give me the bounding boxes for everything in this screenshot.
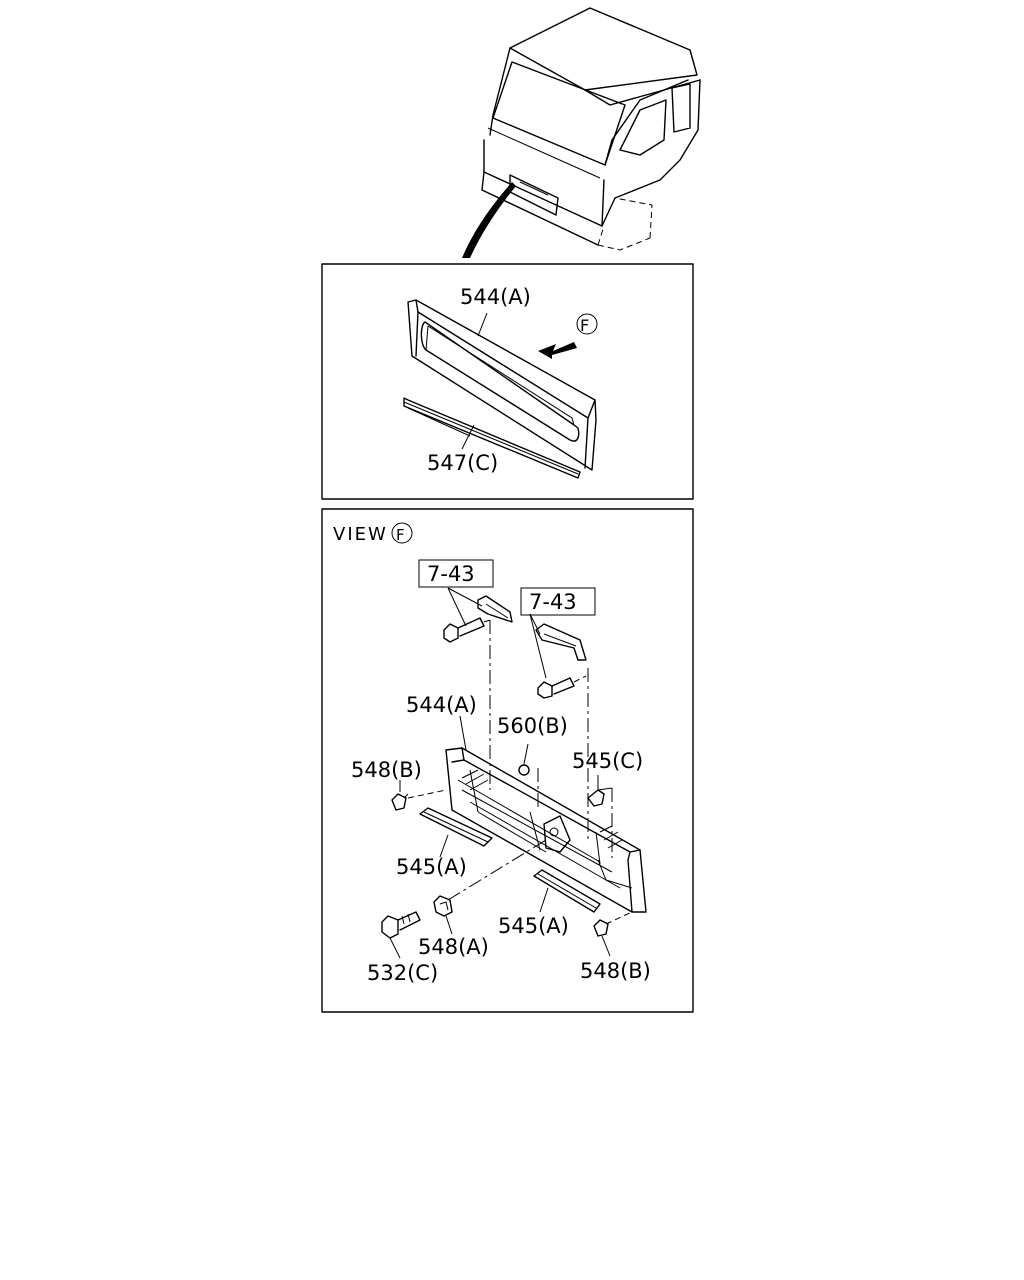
view-direction-arrow-icon: F	[538, 313, 598, 359]
plug-560b-drawing	[518, 764, 530, 776]
detail-panel-frame	[321, 263, 694, 500]
callout-548b-lower-right: 548(B)	[580, 959, 651, 983]
ref-box-7-43-right-label: 7-43	[529, 590, 577, 614]
molding-547c-drawing	[403, 397, 581, 479]
clip-548b-lower-right-drawing	[593, 911, 633, 937]
truck-cab-illustration	[462, 7, 701, 258]
grille-544a-rear-drawing	[445, 747, 647, 913]
callout-547c: 547(C)	[427, 451, 498, 475]
upper-right-bracket-drawing	[529, 613, 587, 699]
pad-545a-right-drawing	[533, 869, 601, 913]
pad-545a-left-drawing	[419, 807, 493, 847]
ref-box-7-43-left[interactable]	[418, 559, 494, 588]
callout-545a-right: 545(A)	[498, 914, 569, 938]
bracket-545c-drawing	[587, 775, 613, 858]
view-f-circle	[391, 522, 413, 544]
callout-532c: 532(C)	[367, 961, 438, 985]
ref-box-7-43-left-label: 7-43	[427, 562, 475, 586]
nut-548a-drawing	[433, 895, 453, 917]
callout-548a: 548(A)	[418, 935, 489, 959]
callout-545c: 545(C)	[572, 749, 643, 773]
view-panel-frame	[321, 508, 694, 1013]
callout-545a-left: 545(A)	[396, 855, 467, 879]
callout-544a-view: 544(A)	[406, 693, 477, 717]
bolt-532c-drawing	[381, 911, 421, 939]
callout-560b: 560(B)	[497, 714, 568, 738]
callout-544a-detail: 544(A)	[460, 285, 531, 309]
upper-left-bracket-drawing	[443, 587, 513, 643]
callout-548b-upper-left: 548(B)	[351, 758, 422, 782]
ref-box-7-43-right[interactable]	[520, 587, 596, 616]
view-marker-f: F	[580, 316, 589, 335]
view-title: VIEW	[333, 524, 388, 545]
clip-548b-upper-left-drawing	[391, 789, 447, 811]
grille-544a-drawing	[407, 299, 597, 471]
view-f-marker: F	[396, 526, 405, 544]
